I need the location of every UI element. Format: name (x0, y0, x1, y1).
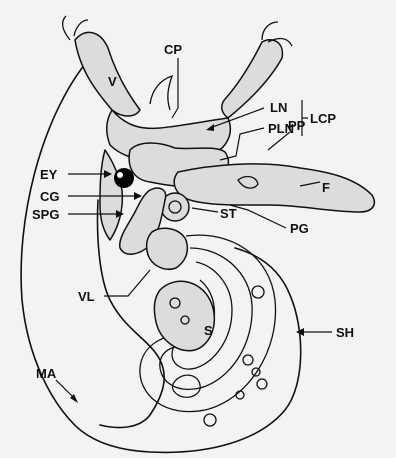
label-pg: PG (290, 221, 309, 236)
label-spg: SPG (32, 207, 59, 222)
label-cg: CG (40, 189, 60, 204)
gland-6 (204, 414, 216, 426)
arrow-cg (134, 192, 142, 200)
leader-st (192, 208, 218, 212)
label-f: F (322, 180, 330, 195)
label-sh: SH (336, 325, 354, 340)
leader-vl (104, 270, 150, 296)
gland-5 (236, 391, 244, 399)
label-pp: PP (288, 118, 306, 133)
label-ey: EY (40, 167, 58, 182)
foot (174, 164, 374, 212)
label-v: V (108, 74, 117, 89)
gland-4 (257, 379, 267, 389)
visceral-loop (147, 228, 188, 269)
gut-loop (173, 375, 201, 397)
label-s: S (204, 323, 213, 338)
label-st: ST (220, 206, 237, 221)
eye (114, 168, 134, 188)
ventricle-region (100, 150, 122, 240)
label-ln: LN (270, 100, 287, 115)
eye-highlight (117, 172, 123, 178)
gland-1 (252, 286, 264, 298)
label-cp: CP (164, 42, 182, 57)
label-vl: VL (78, 289, 95, 304)
gland-2 (243, 355, 253, 365)
leader-cp (172, 58, 178, 118)
central-stalk (150, 76, 172, 110)
leader-pg (230, 205, 286, 228)
label-ma: MA (36, 366, 57, 381)
label-lcp: LCP (310, 111, 336, 126)
